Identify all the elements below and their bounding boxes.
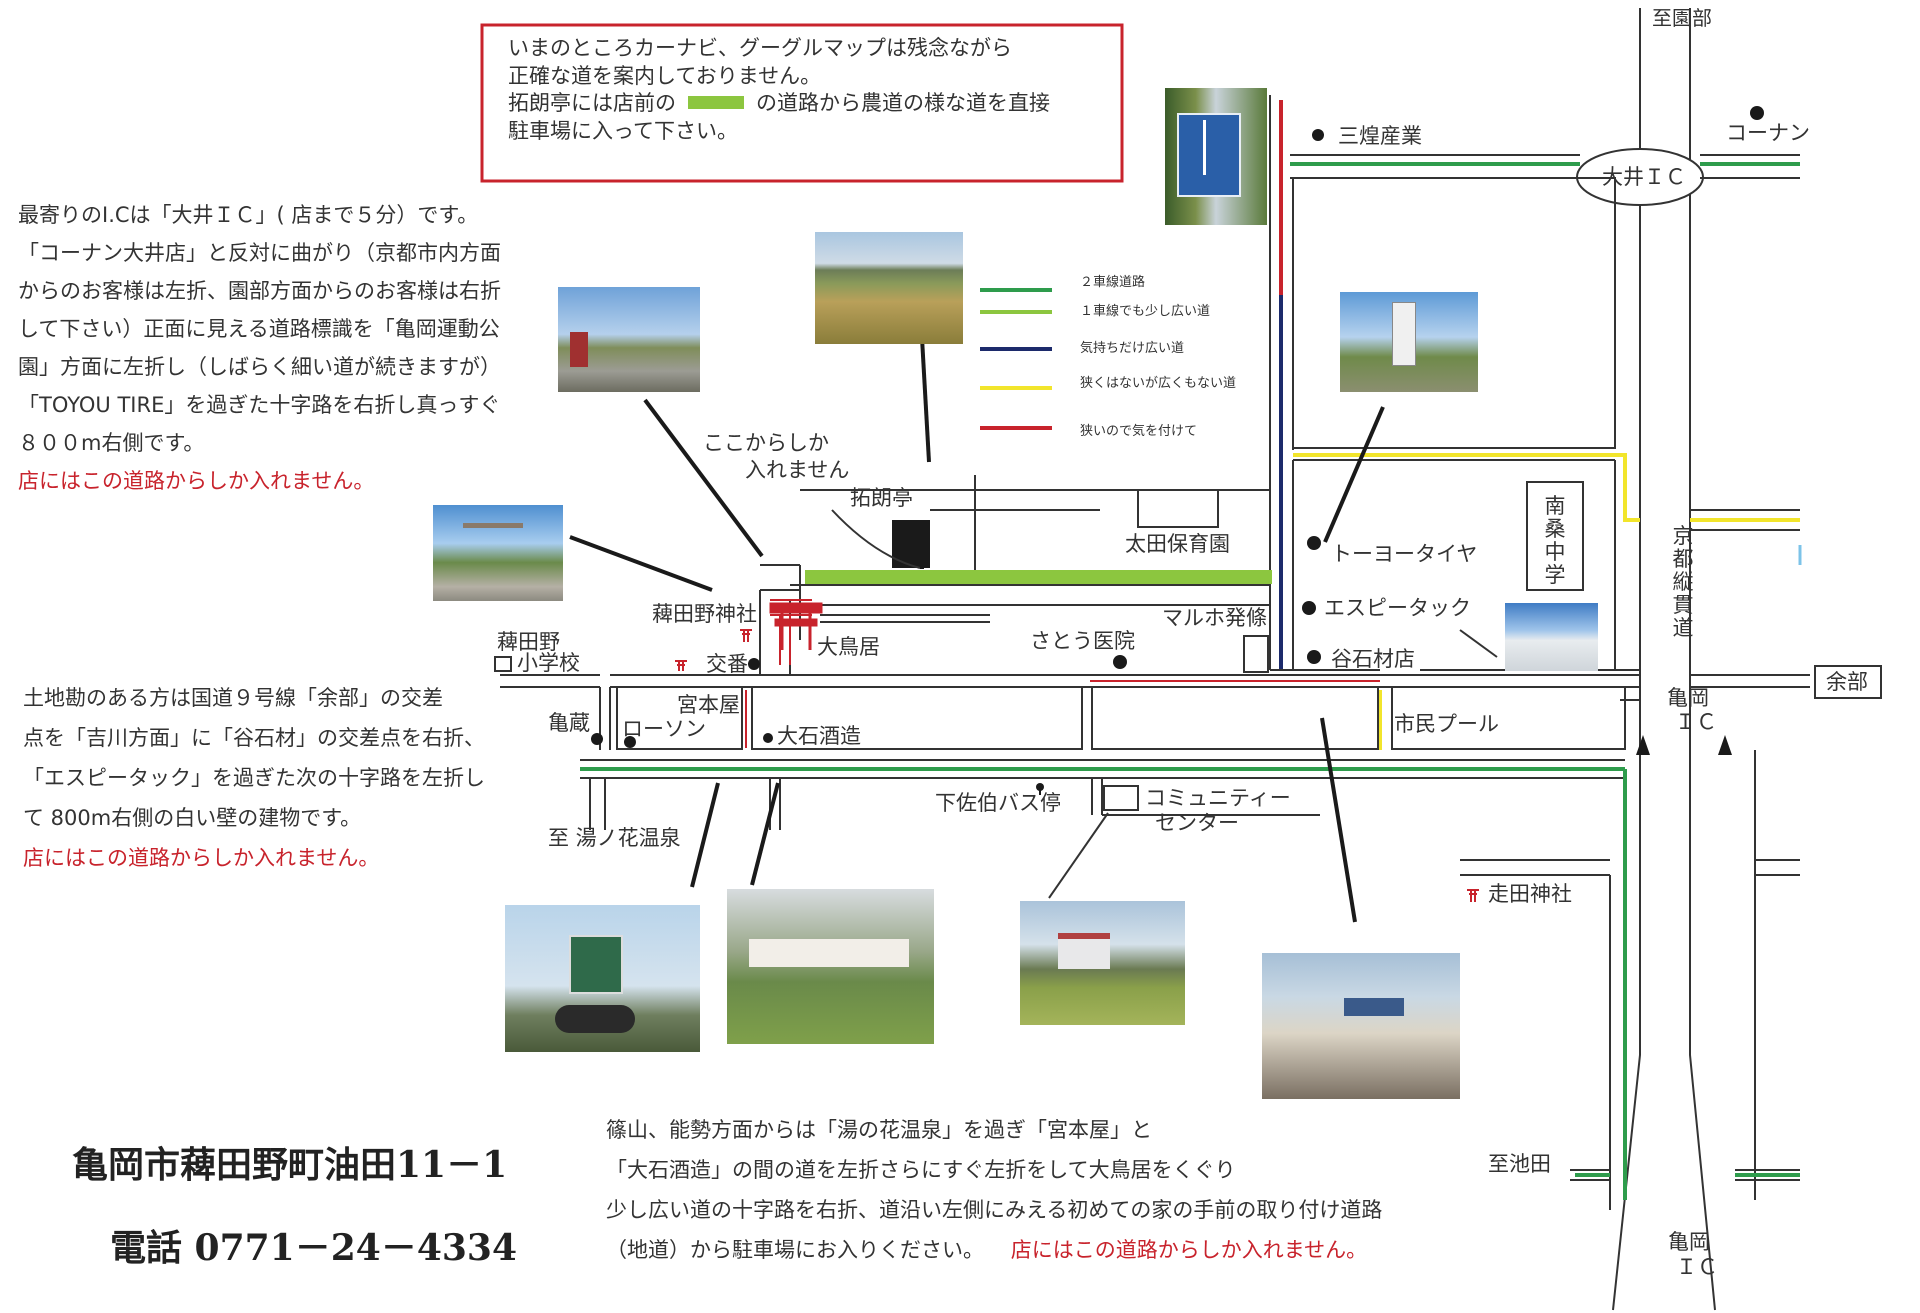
legend-label: 狭いので気を付けて [1080, 424, 1198, 439]
label-koko-kara-1: ここからしか [703, 431, 829, 455]
label-miyamoto: 宮本屋 [677, 693, 740, 717]
road-green-two-lane [580, 767, 1800, 1200]
label-oishi: 大石酒造 [777, 724, 861, 748]
photo-shrine-gate [433, 505, 563, 601]
label-kameoka-ic-2b: ＩＣ [1676, 1255, 1718, 1279]
photo-pointer-lines [569, 337, 1385, 923]
shop-phone: 電話 0771－24－4334 [110, 1227, 518, 1269]
photo-taniishi [1262, 953, 1460, 1099]
label-hashirida: 走田神社 [1488, 882, 1572, 906]
directions-ic-line: 園」方面に左折し（しばらく細い道が続きますが） [18, 355, 501, 379]
directions-ic-line: からのお客様は左折、園部方面からのお客様は右折 [18, 279, 501, 303]
label-kamezo: 亀蔵 [548, 711, 590, 735]
photo-miyamoto [505, 905, 700, 1052]
directions-ic: 最寄りのI.Cは「大井ＩＣ」( 店まで５分）です。 「コーナン大井店」と反対に曲… [18, 196, 501, 500]
otorii-mark [769, 602, 823, 650]
directions-local-line: 土地勘のある方は国道９号線「余部」の交差 [23, 686, 443, 710]
legend-bars [980, 288, 1052, 430]
directions-local-line: て 800m右側の白い壁の建物です。 [23, 806, 362, 830]
label-minami-kuwa: 南桑中学 [1544, 494, 1566, 587]
photo-field-mountains [815, 232, 963, 344]
label-takuroutei: 拓朗亭 [850, 486, 913, 510]
shop-address: 亀岡市薭田野町油田11－1 [72, 1144, 508, 1186]
directions-ic-warning: 店にはこの道路からしか入れません。 [18, 469, 375, 493]
notice-line-3b: の道路から農道の様な道を直接 [756, 91, 1050, 115]
label-hiedano-shrine: 薭田野神社 [652, 602, 757, 626]
label-to-ikeda: 至池田 [1488, 1152, 1551, 1176]
label-kameoka-ic-2a: 亀岡 [1668, 1230, 1710, 1254]
photo-oishi-sake [727, 889, 934, 1044]
label-otorii: 大鳥居 [817, 635, 880, 659]
road-yellow-right [1293, 453, 1800, 750]
label-community-1: コミュニティー [1145, 786, 1291, 810]
photo-sp-tack [1505, 603, 1598, 671]
legend-label: 気持ちだけ広い道 [1080, 341, 1185, 356]
label-lawson: ローソン [622, 717, 706, 741]
label-hiedano-school-2: 小学校 [517, 651, 580, 675]
directions-bottom-line: 篠山、能勢方面からは「湯の花温泉」を過ぎ「宮本屋」と [606, 1118, 1152, 1142]
label-oi-ic: 大井ＩＣ [1602, 165, 1686, 189]
directions-bottom-line: 「大石酒造」の間の道を左折さらにすぐ左折をして大鳥居をくぐり [606, 1158, 1236, 1182]
label-to-sonobe: 至園部 [1652, 6, 1712, 30]
label-koko-kara-2: 入れません [745, 458, 850, 482]
label-hiedano-school-1: 薭田野 [497, 630, 560, 654]
directions-ic-line: 「コーナン大井店」と反対に曲がり（京都市内方面 [18, 241, 501, 265]
directions-ic-line: して下さい）正面に見える道路標識を「亀岡運動公 [18, 317, 500, 341]
label-shimosaeki: 下佐伯バス停 [935, 791, 1061, 815]
directions-ic-line: 最寄りのI.Cは「大井ＩＣ」( 店まで５分）です。 [18, 203, 479, 227]
label-taniishi: 谷石材店 [1331, 647, 1415, 671]
label-pool: 市民プール [1394, 712, 1499, 736]
notice-line-3a: 拓朗亭には店前の [508, 91, 676, 115]
label-koban: 交番 [706, 652, 748, 676]
directions-local-line: 点を「吉川方面」に「谷石材」の交差点を右折、 [23, 726, 485, 750]
shop-access-curve [831, 509, 921, 569]
photo-toyo-tire [1340, 292, 1478, 392]
shrine-marks [675, 629, 1479, 902]
directions-bottom-line: （地道）から駐車場にお入りください。 店にはこの道路からしか入れません。 [606, 1230, 1382, 1270]
label-kyoto-road: 京都縦貫道 [1672, 524, 1694, 640]
legend-label: 狭くはないが広くもない道 [1080, 376, 1237, 391]
notice-line-2: 正確な道を案内しておりません。 [508, 64, 822, 88]
label-satou: さとう医院 [1030, 629, 1135, 653]
directions-bottom: 篠山、能勢方面からは「湯の花温泉」を過ぎ「宮本屋」と 「大石酒造」の間の道を左折… [606, 1110, 1382, 1270]
directions-ic-line: ８００m右側です。 [18, 431, 205, 455]
legend-label: １車線でも少し広い道 [1080, 304, 1211, 319]
photo-narrow-road [558, 287, 700, 392]
label-yunohana: 至 湯ノ花温泉 [548, 826, 681, 850]
label-toyo: トーヨータイヤ [1331, 542, 1478, 566]
label-kameoka-ic-1a: 亀岡 [1667, 686, 1709, 710]
label-konan: コーナン [1726, 121, 1810, 145]
directions-bottom-line-4: （地道）から駐車場にお入りください。 [606, 1238, 984, 1262]
directions-ic-line: 「TOYOU TIRE」を過ぎた十字路を右折し真っすぐ [18, 393, 501, 417]
label-sanko: 三煌産業 [1338, 124, 1422, 148]
directions-local: 土地勘のある方は国道９号線「余部」の交差 点を「吉川方面」に「谷石材」の交差点を… [23, 678, 485, 878]
directions-bottom-warning: 店にはこの道路からしか入れません。 [1010, 1238, 1368, 1262]
label-community-2: センター [1155, 811, 1239, 835]
label-maruho: マルホ発條 [1162, 606, 1267, 630]
legend-label: ２車線道路 [1080, 275, 1146, 290]
label-sp-tack: エスピータック [1324, 596, 1471, 620]
road-lime-shop [805, 570, 1272, 584]
notice-line-1: いまのところカーナビ、グーグルマップは残念ながら [508, 36, 1012, 60]
directions-local-warning: 店にはこの道路からしか入れません。 [23, 846, 380, 870]
label-amarube: 余部 [1826, 670, 1868, 694]
photo-road-sign [1165, 88, 1267, 225]
notice-box-frame [480, 23, 1124, 183]
label-ota-hoiku: 太田保育園 [1125, 532, 1230, 556]
label-kameoka-ic-1b: ＩＣ [1675, 710, 1717, 734]
photo-community-center [1020, 901, 1185, 1025]
notice-line-4: 駐車場に入って下さい。 [508, 119, 738, 143]
notice-green-swatch [688, 96, 744, 109]
amarube-box [1814, 665, 1882, 699]
directions-bottom-line: 少し広い道の十字路を右折、道沿い左側にみえる初めての家の手前の取り付け道路 [606, 1198, 1383, 1222]
directions-local-line: 「エスピータック」を過ぎた次の十字路を左折し [23, 766, 485, 790]
